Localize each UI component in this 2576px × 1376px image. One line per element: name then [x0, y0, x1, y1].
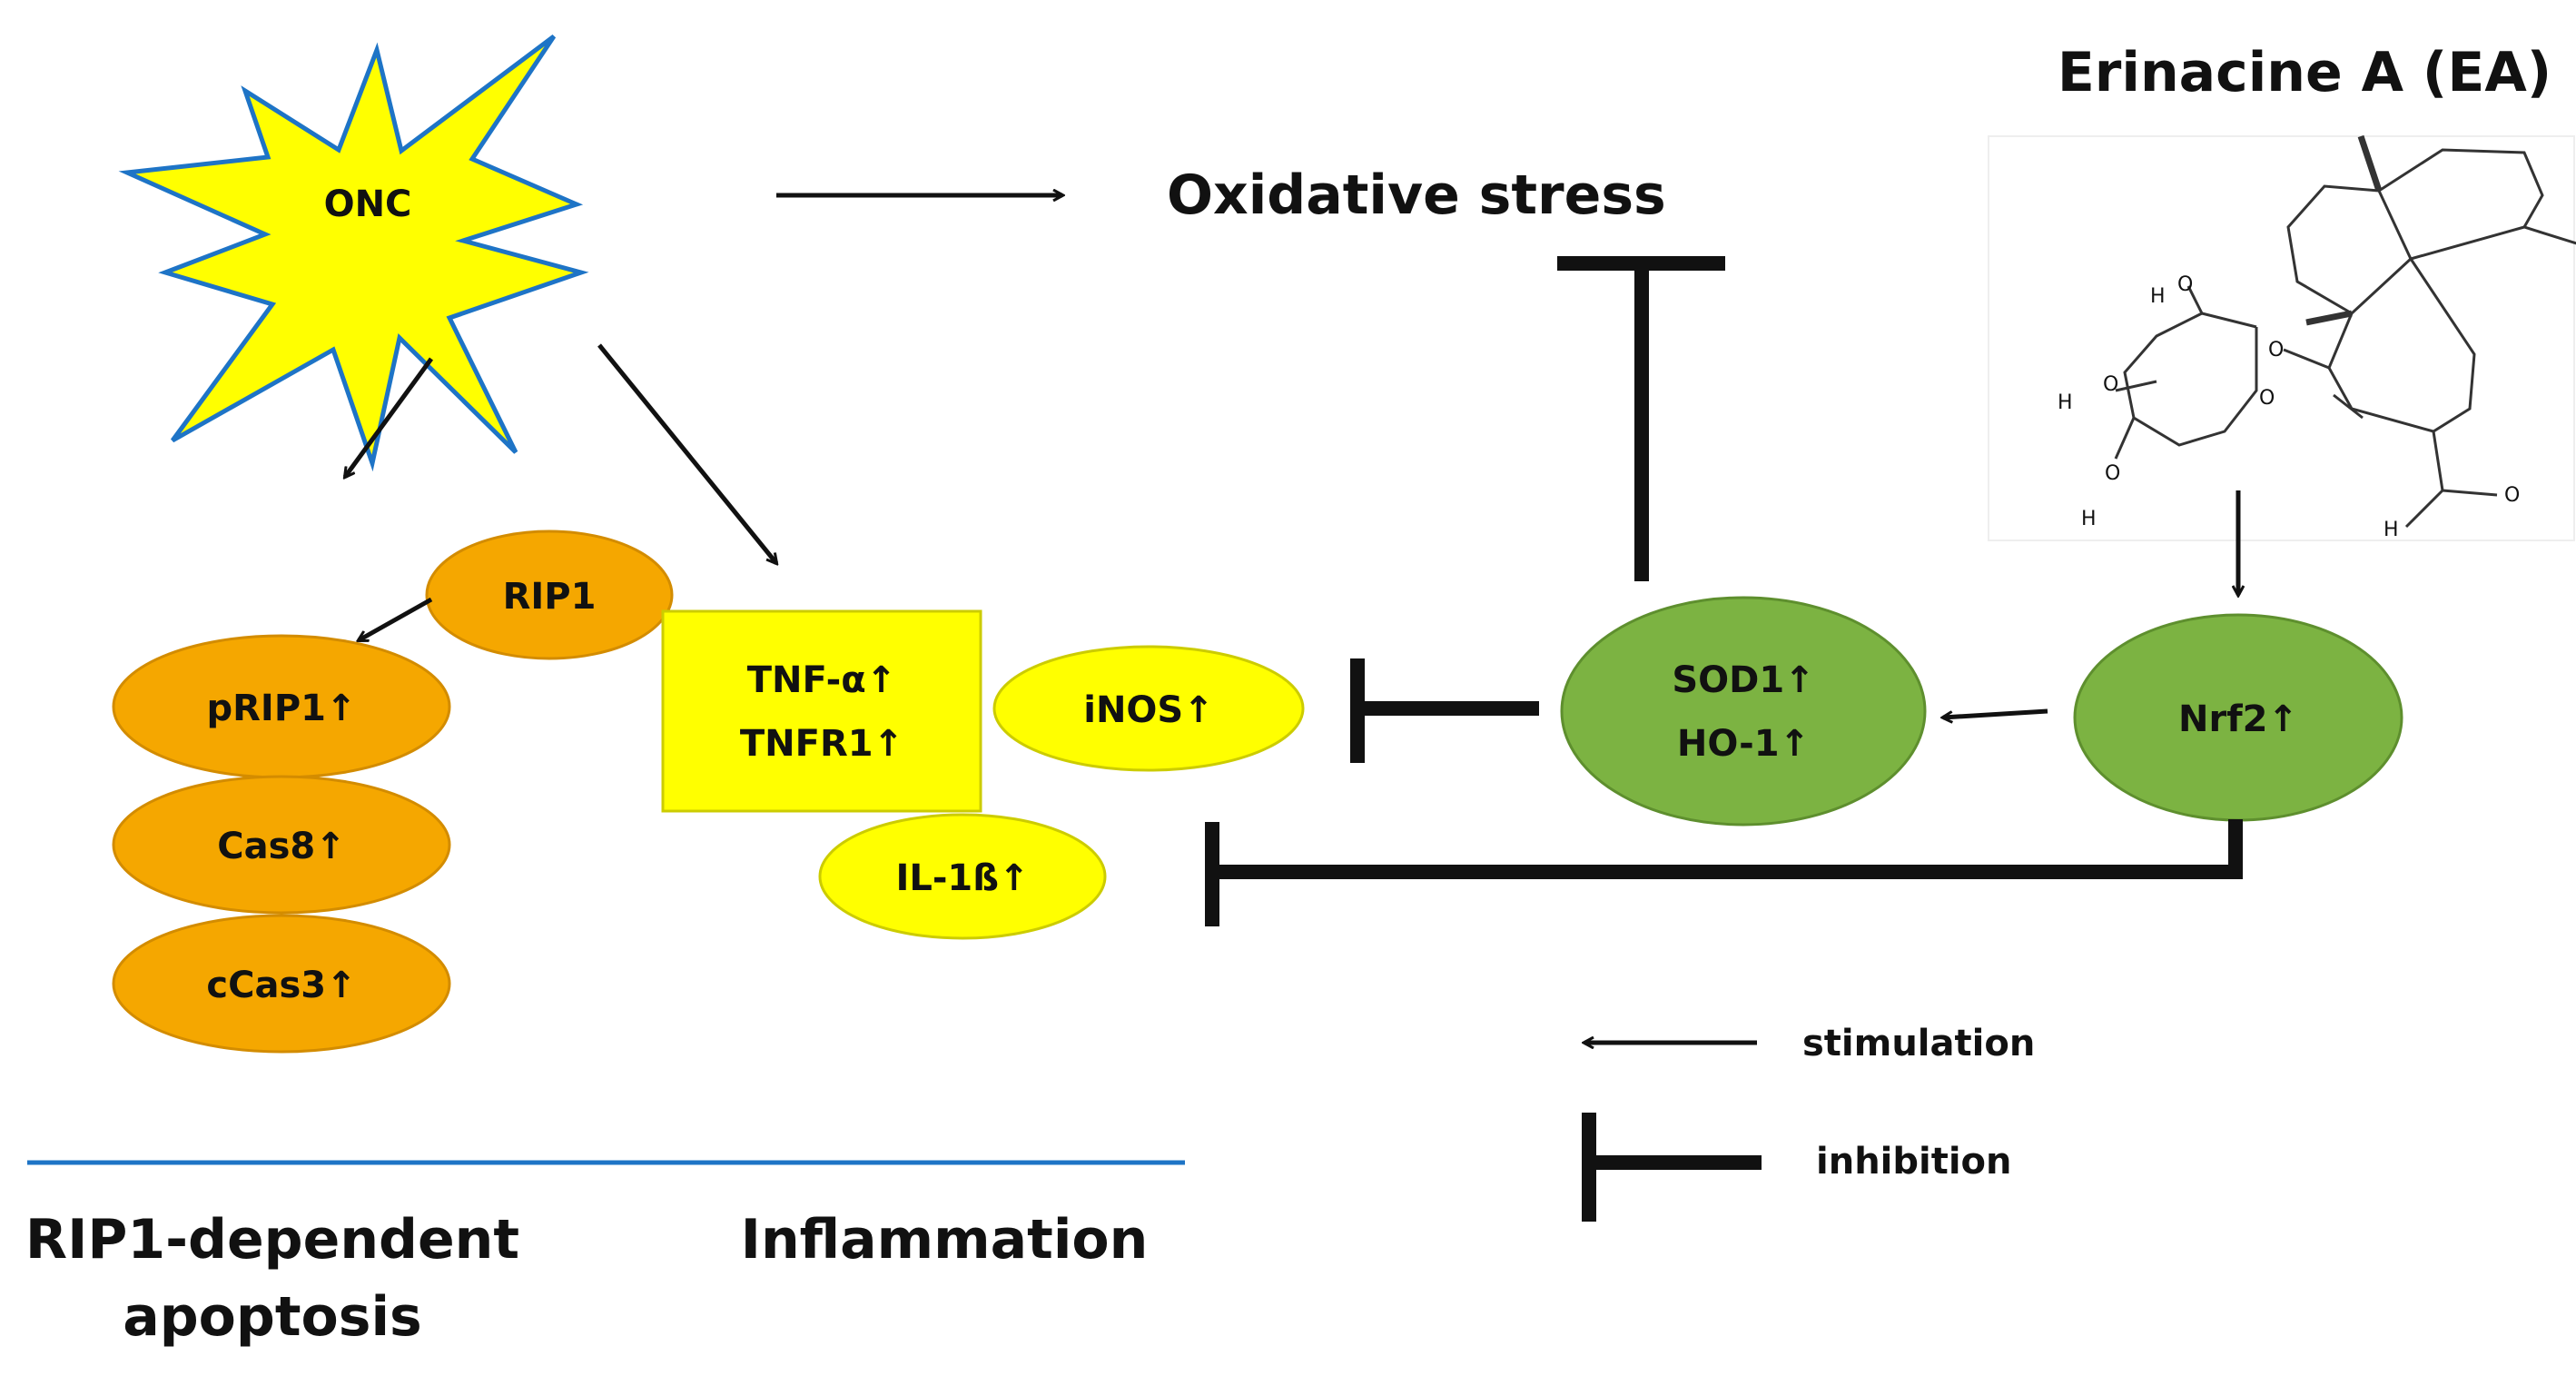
erinacine-atom-labels: O O O H O H O H H O [2058, 273, 2520, 541]
inhibit-nrf2-to-inflammation [1205, 819, 2243, 926]
legend-inhibition-symbol [1582, 1113, 1762, 1222]
svg-text:O: O [2259, 387, 2275, 410]
svg-text:O: O [2103, 373, 2118, 396]
nrf2-label: Nrf2↑ [2178, 698, 2298, 740]
svg-text:O: O [2105, 462, 2120, 485]
section-label-inflammation: Inflammation [741, 1208, 1149, 1272]
node-sod1-ho1 [1560, 596, 1927, 827]
oxidative-stress-label: Oxidative stress [1167, 163, 1666, 227]
arrow-rip1-to-prip1 [359, 597, 433, 643]
node-inos [992, 645, 1305, 772]
svg-text:H: H [2384, 519, 2399, 541]
legend-stimulation-label: stimulation [1802, 1023, 2035, 1064]
tnf-alpha-label: TNF-α↑ [747, 659, 896, 701]
rip1-label: RIP1 [503, 576, 597, 618]
svg-text:O: O [2504, 484, 2520, 507]
svg-text:H: H [2150, 285, 2166, 308]
cas8-label: Cas8↑ [217, 826, 346, 867]
prip1-label: pRIP1↑ [207, 688, 357, 729]
node-cas8 [112, 775, 451, 915]
sod1-label: SOD1↑ [1672, 659, 1814, 701]
arrow-onc-to-apoptosis [345, 357, 434, 477]
node-rip1 [425, 530, 674, 660]
arrow-onc-to-inflammation [597, 343, 776, 563]
section-label-rip1-line2: apoptosis [123, 1285, 422, 1349]
legend-inhibition-label: inhibition [1816, 1141, 2012, 1183]
ho1-label: HO-1↑ [1677, 723, 1810, 765]
svg-text:O: O [2177, 273, 2193, 296]
svg-text:H: H [2081, 508, 2097, 530]
inhibit-sod1-to-oxidative-stress [1557, 256, 1725, 581]
ccas3-label: cCas3↑ [206, 965, 356, 1006]
il1b-label: IL-1ß↑ [895, 857, 1029, 899]
inhibit-sod1-to-inos [1350, 658, 1539, 763]
svg-text:H: H [2058, 391, 2073, 414]
svg-text:O: O [2268, 339, 2284, 361]
onc-label: ONC [324, 183, 412, 225]
erinacine-title: Erinacine A (EA) [2058, 41, 2551, 104]
erinacine-molecule [1988, 134, 2576, 541]
section-label-rip1-line1: RIP1-dependent [25, 1208, 519, 1272]
node-il1b [818, 813, 1107, 940]
inos-label: iNOS↑ [1083, 689, 1214, 731]
node-tnf-box [661, 609, 982, 813]
onc-starburst [118, 35, 589, 472]
tnfr1-label: TNFR1↑ [740, 723, 903, 765]
node-ccas3 [112, 914, 451, 1054]
arrow-nrf2-to-sod1 [1943, 708, 2048, 718]
